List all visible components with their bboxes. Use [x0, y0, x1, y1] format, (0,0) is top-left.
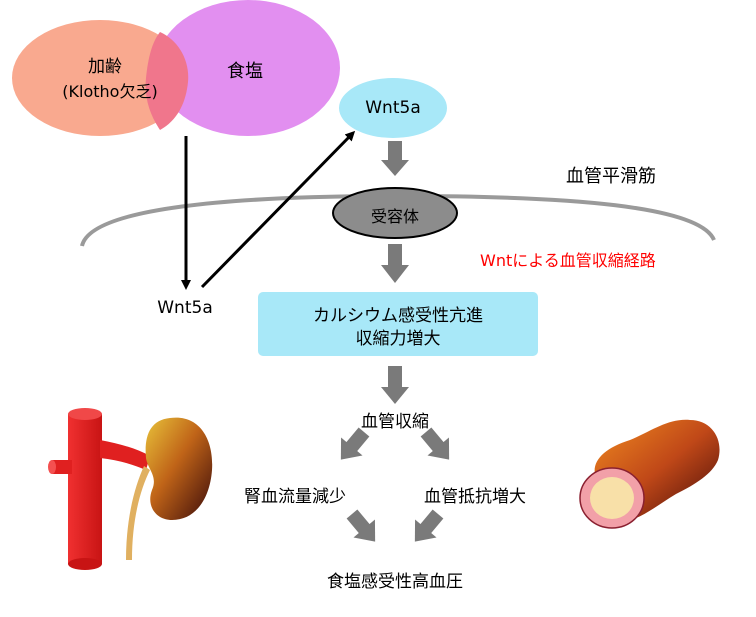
- blood-vessel-icon: [579, 419, 720, 529]
- kidney-with-artery-icon: [48, 408, 213, 570]
- gray-arrow-right-down: [420, 427, 450, 460]
- calcium-box: [258, 292, 538, 356]
- resistance-label: 血管抵抗増大: [424, 487, 526, 507]
- wnt5a-left-label: Wnt5a: [157, 298, 213, 318]
- gray-arrow-3: [381, 366, 409, 404]
- venn-overlap: [145, 32, 189, 130]
- gray-arrow-1: [381, 141, 409, 176]
- pathway-label: Wntによる血管収縮経路: [480, 251, 656, 270]
- wnt5a-top-label: Wnt5a: [365, 98, 421, 118]
- aging-circle: [12, 20, 188, 136]
- vasoconstriction-label: 血管収縮: [361, 412, 429, 432]
- aging-sub-label: (Klotho欠乏): [62, 82, 158, 101]
- gray-arrow-left-down: [340, 427, 370, 460]
- gray-arrow-left-result: [346, 509, 376, 542]
- wnt5a-ellipse: [339, 78, 447, 138]
- box-line2: 収縮力増大: [355, 329, 441, 349]
- box-line1: カルシウム感受性亢進: [313, 306, 483, 326]
- result-label: 食塩感受性高血圧: [327, 572, 463, 592]
- arrow-up-to-wnt5a: [200, 130, 356, 289]
- receptor-label: 受容体: [370, 207, 419, 226]
- salt-circle: [156, 0, 340, 136]
- gray-arrow-2: [381, 244, 409, 283]
- renal-flow-label: 腎血流量減少: [244, 487, 346, 507]
- vsmc-label: 血管平滑筋: [566, 166, 656, 187]
- gray-arrow-right-result: [414, 509, 444, 542]
- receptor-ellipse: [332, 187, 458, 239]
- salt-label: 食塩: [227, 61, 263, 82]
- aging-label: 加齢: [88, 57, 122, 77]
